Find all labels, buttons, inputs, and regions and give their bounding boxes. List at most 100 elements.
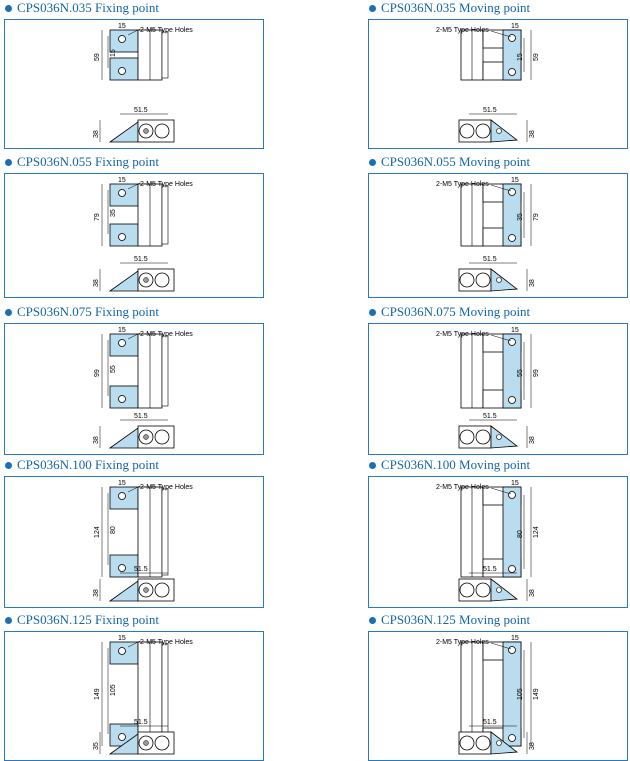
width-dimension: 51.5 [134, 256, 148, 263]
mount-hole [508, 565, 516, 573]
width-dimension: 51.5 [483, 256, 497, 263]
inner-dimension: 55 [517, 369, 524, 377]
mount-hole [508, 68, 516, 76]
holes-label: 2-M5 Type Holes [140, 181, 193, 188]
bullet-icon [5, 4, 12, 12]
side-height-dimension: 38 [529, 742, 536, 750]
holes-label: 2-M5 Type Holes [140, 27, 193, 34]
side-bracket [490, 268, 519, 292]
side-bracket [490, 119, 519, 143]
panel-title: CPS036N.125 Fixing point [17, 612, 159, 627]
panel-title: CPS036N.075 Moving point [381, 304, 531, 319]
height-dimension: 149 [94, 688, 101, 700]
height-dimension: 99 [94, 369, 101, 377]
moving-bracket [502, 486, 522, 578]
top-dimension: 15 [511, 327, 519, 334]
side-bracket [108, 121, 139, 143]
mount-hole [118, 564, 126, 572]
inner-dimension: 35 [517, 213, 524, 221]
side-bracket [108, 427, 139, 449]
panel-title: CPS036N.055 Fixing point [17, 154, 159, 169]
bullet-icon [369, 158, 376, 166]
panel-heading: CPS036N.075 Fixing point [4, 304, 266, 320]
mount-hole [508, 734, 516, 742]
side-height-dimension: 38 [93, 279, 100, 287]
mount-hole [118, 233, 126, 241]
holes-label: 2-M5 Type Holes [436, 484, 489, 491]
side-height-dimension: 38 [529, 436, 536, 444]
panel-title: CPS036N.035 Fixing point [17, 0, 159, 15]
inner-dimension: 35 [110, 209, 117, 217]
side-bracket [490, 425, 519, 449]
height-dimension: 79 [533, 213, 540, 221]
height-dimension: 99 [533, 369, 540, 377]
side-height-dimension: 38 [529, 279, 536, 287]
inner-dimension: 80 [110, 526, 117, 534]
width-dimension: 51.5 [483, 413, 497, 420]
side-height-dimension: 35 [93, 742, 100, 750]
mount-hole [508, 491, 516, 499]
panel-title: CPS036N.125 Moving point [381, 612, 531, 627]
bullet-icon [5, 308, 12, 316]
top-dimension: 15 [118, 23, 126, 30]
height-dimension: 79 [94, 213, 101, 221]
side-height-dimension: 38 [93, 436, 100, 444]
height-dimension: 124 [94, 526, 101, 538]
side-height-dimension: 38 [93, 130, 100, 138]
panel-title: CPS036N.075 Fixing point [17, 304, 159, 319]
side-bracket [490, 731, 519, 755]
mount-hole [118, 189, 126, 197]
panel-title: CPS036N.035 Moving point [381, 0, 531, 15]
holes-label: 2-M5 Type Holes [436, 27, 489, 34]
top-dimension: 15 [511, 177, 519, 184]
mount-hole [118, 339, 126, 347]
inner-dimension: 105 [517, 688, 524, 700]
mount-hole [508, 188, 516, 196]
bullet-icon [369, 461, 376, 469]
side-bracket [490, 578, 519, 602]
mount-hole [118, 492, 126, 500]
width-dimension: 51.5 [483, 107, 497, 114]
side-bracket [108, 580, 139, 602]
top-dimension: 15 [511, 23, 519, 30]
mount-hole [508, 338, 516, 346]
inner-dimension: 80 [517, 530, 524, 538]
height-dimension: 59 [94, 53, 101, 61]
panel-title: CPS036N.100 Moving point [381, 457, 531, 472]
height-dimension: 59 [533, 53, 540, 61]
side-height-dimension: 38 [529, 130, 536, 138]
mount-hole [508, 646, 516, 654]
bullet-icon [369, 4, 376, 12]
panel-heading: CPS036N.035 Fixing point [4, 0, 266, 16]
moving-bracket [502, 333, 522, 409]
moving-bracket [502, 29, 522, 81]
panel-title: CPS036N.055 Moving point [381, 154, 531, 169]
panel-heading: CPS036N.035 Moving point [368, 0, 630, 16]
width-dimension: 51.5 [483, 566, 497, 573]
mount-hole [118, 733, 126, 741]
width-dimension: 51.5 [483, 719, 497, 726]
mount-hole [118, 395, 126, 403]
width-dimension: 51.5 [134, 719, 148, 726]
inner-dimension: 55 [110, 365, 117, 373]
panel-heading: CPS036N.055 Fixing point [4, 154, 266, 170]
holes-label: 2-M5 Type Holes [140, 331, 193, 338]
